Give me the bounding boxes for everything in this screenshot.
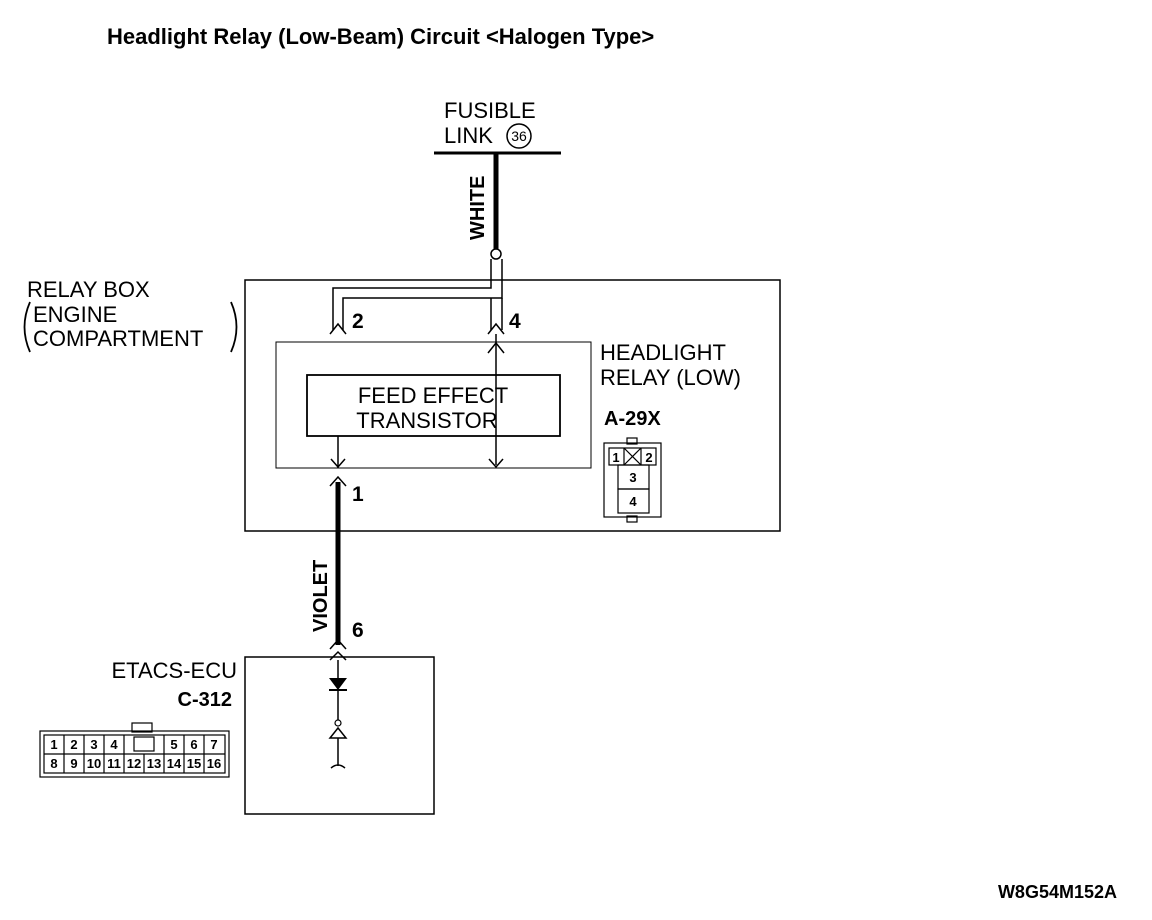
ecu-connector-pin-14: 14 [167,756,182,771]
relay-connector-cell-3: 3 [629,470,636,485]
ecu-connector-pin-12: 12 [127,756,141,771]
ecu-connector-pin-11: 11 [107,756,121,771]
etacs-ecu-box [244,656,435,815]
pin-4-label: 4 [509,310,521,333]
fet-lead-left-arrow [330,458,346,469]
fet-label-line2: TRANSISTOR [356,408,497,433]
relay-box-label-line3: COMPARTMENT [33,326,203,351]
relay-connector-cell-4: 4 [629,494,637,509]
pin-6-label: 6 [352,619,364,642]
relay-box [244,279,781,532]
pin-2-connector [329,322,347,335]
relay-connector-cell-2: 2 [645,450,652,465]
ecu-internal-circuit [328,660,348,769]
ecu-connector-pin-6: 6 [190,737,197,752]
etacs-ecu-connector-code: C-312 [178,689,232,711]
ecu-connector-pin-5: 5 [170,737,177,752]
relay-connector-face [603,437,662,523]
headlight-relay-label-line2: RELAY (LOW) [600,365,741,390]
ecu-connector-pin-4: 4 [110,737,118,752]
pin-2-label: 2 [352,310,364,333]
relay-box-label-line1: RELAY BOX [27,277,150,302]
headlight-relay-label-line1: HEADLIGHT [600,340,726,365]
ecu-connector-pin-3: 3 [90,737,97,752]
pin-6-connector-upper [329,638,347,650]
ecu-connector-pin-15: 15 [187,756,201,771]
relay-connector-cell-1: 1 [612,450,619,465]
relay-box-label-line2: ENGINE [33,302,117,327]
ecu-connector-pin-1: 1 [50,737,57,752]
figure-code: W8G54M152A [998,882,1117,902]
pin-1-label: 1 [352,483,364,506]
buffer-icon [328,726,348,739]
right-paren [230,301,238,353]
fet-label-line1: FEED EFFECT [358,383,508,408]
headlight-relay-box [275,341,592,469]
relay-feed-wires [332,259,503,465]
relay-connector-code: A-29X [604,408,661,430]
ecu-connector-pin-8: 8 [50,756,57,771]
diagram-title: Headlight Relay (Low-Beam) Circuit <Halo… [107,24,654,49]
etacs-ecu-label: ETACS-ECU [112,658,238,683]
fet-box [306,374,561,437]
violet-wire-label: VIOLET [310,560,332,632]
ecu-connector-pin-9: 9 [70,756,77,771]
splice-point [490,248,502,260]
ecu-connector-face [39,722,230,778]
white-wire-label: WHITE [467,176,489,240]
pin-6-connector-lower [329,650,347,661]
fusible-link-number: 36 [511,128,527,144]
ecu-connector-pin-13: 13 [147,756,161,771]
ecu-connector-pin-7: 7 [210,737,217,752]
fet-lead-right-arrow [488,458,504,469]
diode-icon [329,678,347,690]
fusible-link: FUSIBLE LINK 36 [434,98,561,155]
pin-4-connector [487,322,505,354]
ecu-connector-pin-10: 10 [87,756,101,771]
ecu-connector-pin-2: 2 [70,737,77,752]
pin-1-connector [329,475,347,487]
fusible-link-number-circle [506,123,532,149]
relay-box-label: RELAY BOX ENGINE COMPARTMENT [23,277,238,353]
fusible-link-label-line1: FUSIBLE [444,98,536,123]
fusible-link-label-line2: LINK [444,123,493,148]
ecu-connector-pin-16: 16 [207,756,221,771]
left-paren [23,301,31,353]
